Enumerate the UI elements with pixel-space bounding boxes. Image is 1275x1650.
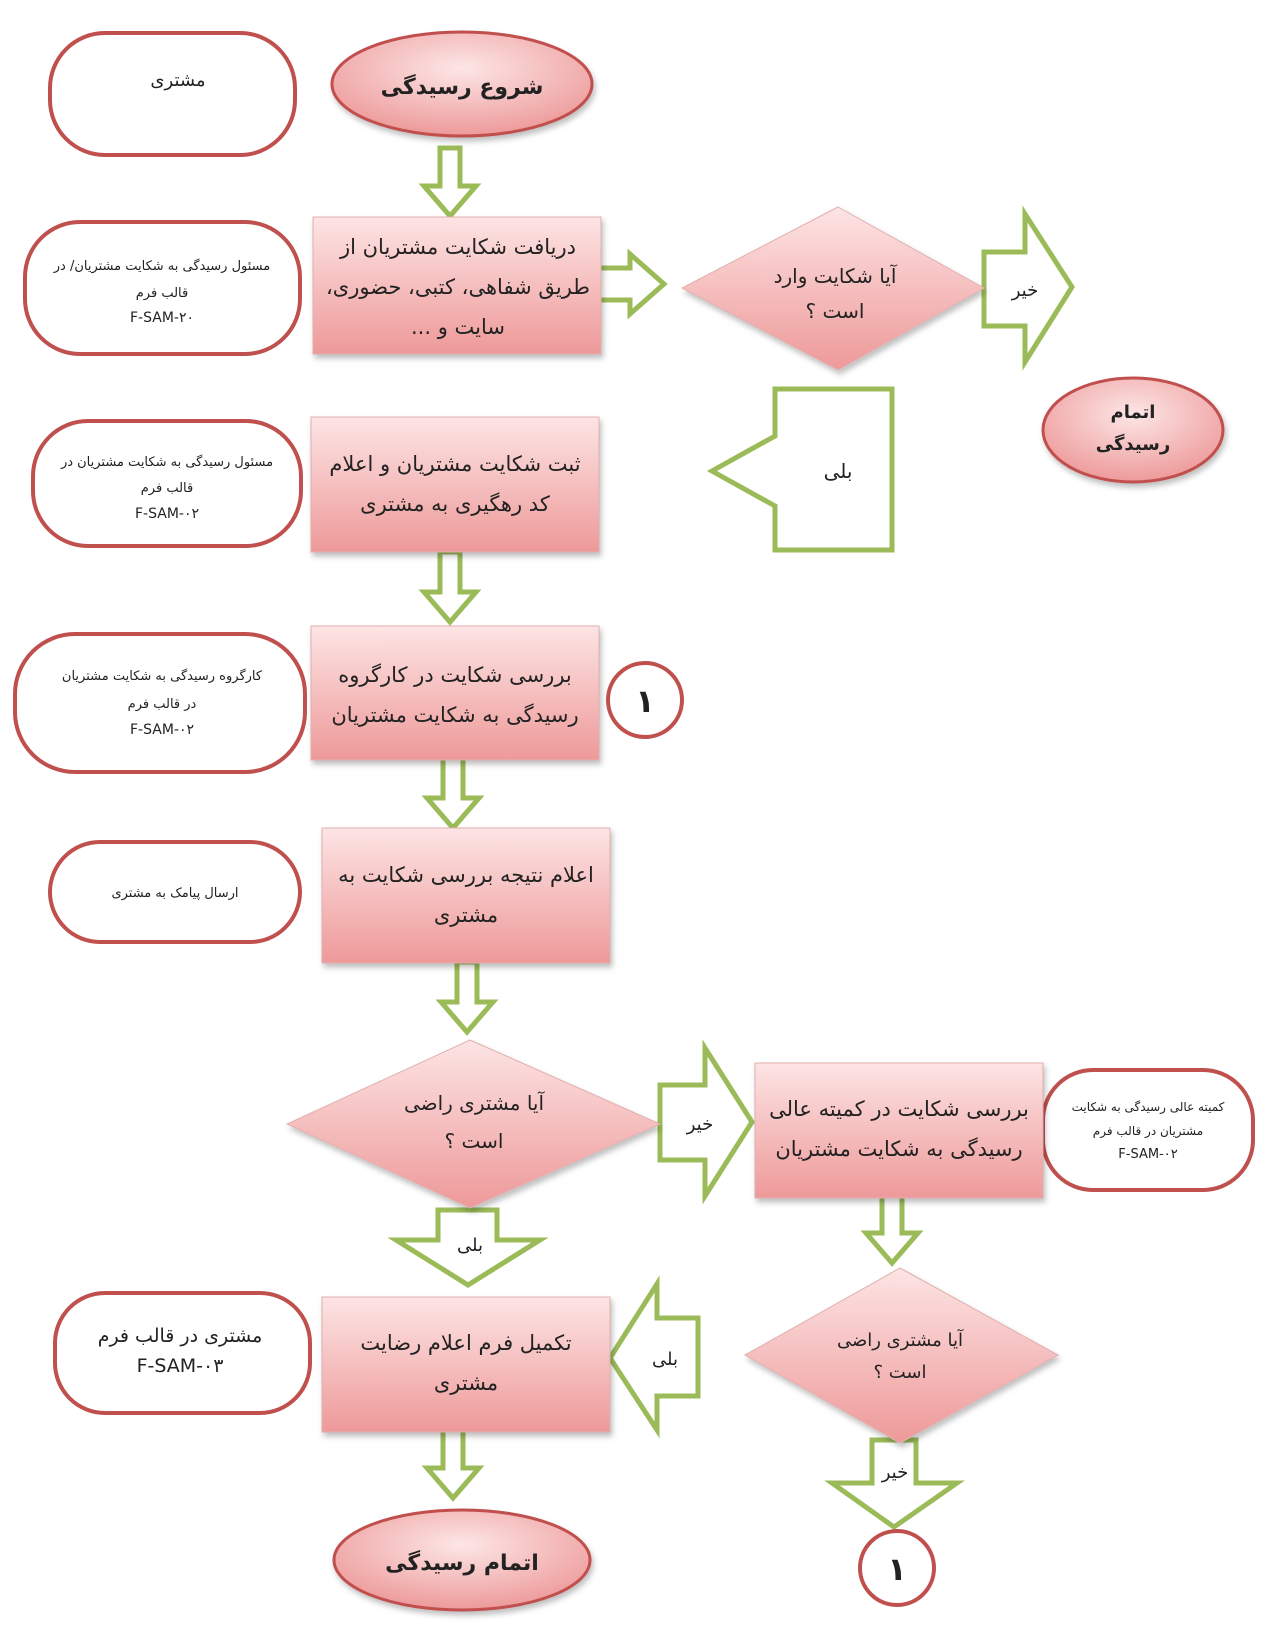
connector-1-circle [606, 661, 684, 739]
start-label: شروع رسیدگی [381, 73, 544, 100]
arrow-down-4 [435, 959, 499, 1036]
side-announce-label: ارسال پیامک به مشتری [111, 886, 238, 901]
yes-label-3: بلی [652, 1349, 678, 1370]
receive-line1: دریافت شکایت مشتریان از [339, 235, 576, 259]
side-receive-line2: قالب فرم [136, 286, 188, 301]
process-register [310, 416, 600, 553]
side-customer-label: مشتری [150, 70, 205, 91]
review-committee-line2: رسیدگی به شکایت مشتریان [775, 1137, 1022, 1161]
complete-form-line2: مشتری [434, 1371, 498, 1395]
connector-2-circle [858, 1529, 936, 1607]
side-receive-line3: F-SAM-۲۰ [130, 310, 194, 326]
announce-line2: مشتری [434, 903, 498, 927]
decision-valid-line2: است ؟ [806, 299, 865, 323]
no-label-2: خیر [686, 1114, 714, 1135]
side-receive-line1: مسئول رسیدگی به شکایت مشتریان/ در [53, 258, 270, 274]
side-register-line3: F-SAM-۰۲ [135, 506, 199, 522]
arrow-down-7 [860, 1190, 924, 1267]
side-register-line2: قالب فرم [141, 481, 193, 496]
end-terminal-bottom [332, 1508, 592, 1612]
process-review-committee [754, 1062, 1044, 1199]
side-register-line1: مسئول رسیدگی به شکایت مشتریان در [60, 454, 273, 470]
side-committee-line3: F-SAM-۰۲ [1118, 1147, 1177, 1162]
process-review-group [310, 625, 600, 761]
decision-valid-line1: آیا شکایت وارد [774, 263, 898, 288]
review-committee-line1: بررسی شکایت در کمیته عالی [769, 1097, 1029, 1121]
review-group-line2: رسیدگی به شکایت مشتریان [331, 703, 578, 727]
side-box-receive: مسئول رسیدگی به شکایت مشتریان/ در قالب ف… [23, 220, 302, 356]
end-top-line1: اتمام [1111, 402, 1156, 423]
side-review-group-line2: در قالب فرم [128, 697, 197, 712]
complete-form-line1: تکمیل فرم اعلام رضایت [360, 1331, 571, 1355]
arrow-down-3 [421, 755, 485, 832]
arrow-right-2 [981, 205, 1075, 371]
decision-satisfied-2-line2: است ؟ [873, 1362, 926, 1383]
decision-satisfied-2 [743, 1267, 1060, 1444]
no-label-1: خیر [1011, 280, 1039, 301]
side-complete-form-line2: F-SAM-۰۳ [137, 1355, 224, 1377]
arrow-right-3 [657, 1039, 755, 1205]
side-box-review-committee: کمیته عالی رسیدگی به شکایت مشتریان در قا… [1041, 1068, 1255, 1192]
register-line1: ثبت شکایت مشتریان و اعلام [329, 452, 580, 476]
side-box-review-group: کارگروه رسیدگی به شکایت مشتریان در قالب … [13, 632, 307, 774]
arrow-left-1 [706, 386, 895, 553]
arrow-down-6 [421, 1425, 485, 1502]
arrow-down-1 [418, 145, 482, 220]
yes-label-1: بلی [824, 459, 853, 483]
announce-line1: اعلام نتیجه بررسی شکایت به [338, 863, 594, 887]
yes-label-2: بلی [457, 1235, 483, 1256]
receive-line2: طریق شفاهی، کتبی، حضوری، [326, 275, 590, 299]
decision-satisfied-1-line2: است ؟ [445, 1129, 504, 1153]
end-top-line2: رسیدگی [1096, 433, 1171, 455]
end-bottom-label: اتمام رسیدگی [385, 1549, 539, 1576]
arrow-left-2 [607, 1275, 701, 1439]
receive-line3: سایت و ... [411, 315, 505, 339]
arrow-down-8 [824, 1437, 965, 1531]
no-label-3: خیر [881, 1462, 909, 1483]
side-box-complete-form: مشتری در قالب فرم F-SAM-۰۳ [53, 1291, 312, 1415]
side-complete-form-line1: مشتری در قالب فرم [98, 1325, 263, 1347]
side-committee-line1: کمیته عالی رسیدگی به شکایت [1072, 1100, 1225, 1115]
side-box-register: مسئول رسیدگی به شکایت مشتریان در قالب فر… [31, 419, 303, 548]
end-terminal-top [1041, 376, 1225, 484]
process-complete-form [321, 1296, 611, 1433]
decision-satisfied-1-line1: آیا مشتری راضی [404, 1090, 546, 1115]
arrow-down-2 [418, 549, 482, 626]
side-review-group-line3: F-SAM-۰۲ [130, 722, 194, 738]
side-review-group-line1: کارگروه رسیدگی به شکایت مشتریان [62, 668, 263, 684]
arrow-down-5 [387, 1207, 549, 1288]
process-receive [312, 216, 602, 355]
start-terminal [330, 30, 594, 138]
review-group-line1: بررسی شکایت در کارگروه [338, 663, 572, 687]
process-announce [321, 827, 611, 964]
connector-2-label: ۱ [887, 1550, 907, 1588]
decision-valid [680, 206, 986, 371]
side-committee-line2: مشتریان در قالب فرم [1093, 1124, 1203, 1139]
arrow-right-1 [593, 248, 668, 320]
side-box-announce: ارسال پیامک به مشتری [48, 840, 302, 944]
register-line2: کد رهگیری به مشتری [360, 492, 550, 516]
side-box-customer: مشتری [48, 31, 297, 157]
connector-1-label: ۱ [635, 682, 655, 720]
decision-satisfied-1 [285, 1039, 662, 1209]
decision-satisfied-2-line1: آیا مشتری راضی [837, 1328, 964, 1351]
